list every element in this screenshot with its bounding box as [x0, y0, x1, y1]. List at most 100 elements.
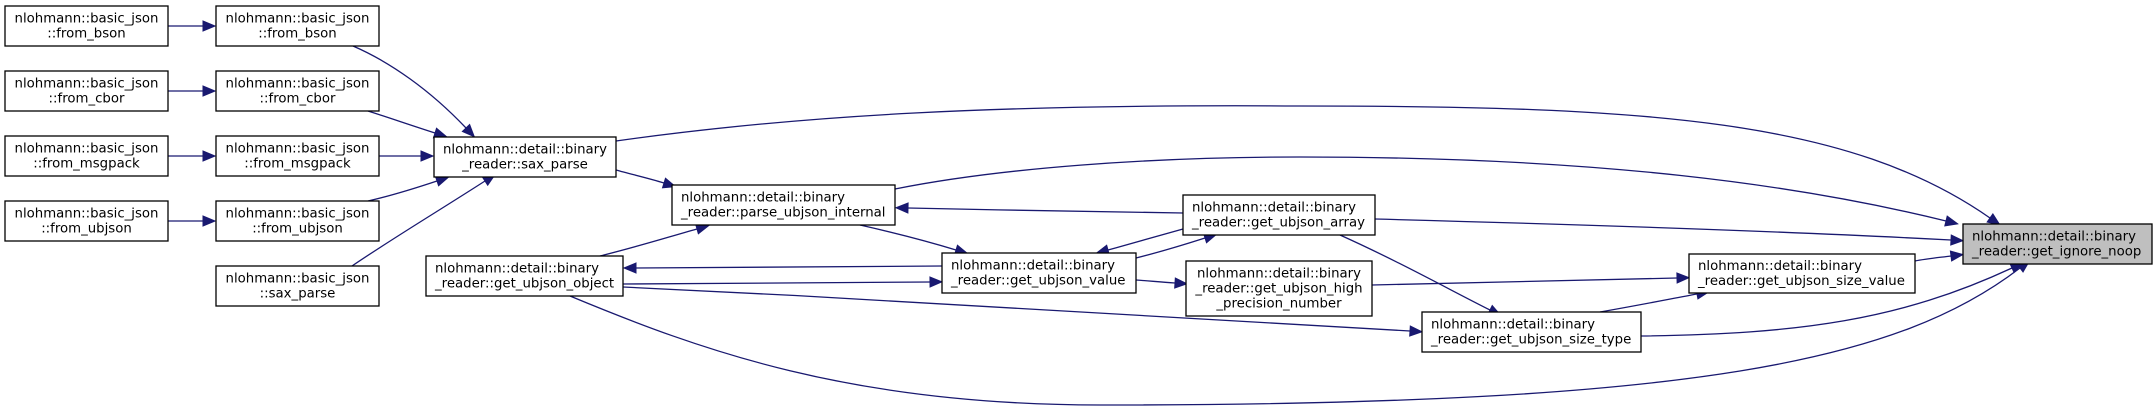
node-bj-from-cbor-2[interactable]: nlohmann::basic_json::from_cbor	[215, 70, 380, 112]
function-label-line: ::sax_parse	[260, 287, 336, 302]
node-br-get-ubjson-object[interactable]: nlohmann::detail::binary_reader::get_ubj…	[425, 255, 624, 297]
edge-br_get_ubjson_array-to-br_parse_ubjson_internal	[894, 202, 1184, 214]
arrow-head-icon	[202, 85, 217, 97]
node-br-get-ubjson-value[interactable]: nlohmann::detail::binary_reader::get_ubj…	[941, 252, 1137, 294]
arrow-head-icon	[420, 150, 435, 162]
function-label-line: nlohmann::basic_json	[226, 207, 370, 222]
edge-line	[1374, 218, 1952, 241]
function-label-line: nlohmann::basic_json	[226, 77, 370, 92]
edge-bj_from_cbor_1-to-bj_from_cbor_2	[168, 85, 217, 97]
edge-line	[615, 169, 665, 184]
function-box[interactable]	[215, 200, 380, 242]
node-bj-from-bson-1[interactable]: nlohmann::basic_json::from_bson	[4, 5, 169, 47]
function-label-line: nlohmann::detail::binary	[681, 191, 845, 206]
function-box[interactable]	[425, 255, 624, 297]
arrow-head-icon	[202, 20, 217, 32]
node-br-parse-ubjson-internal[interactable]: nlohmann::detail::binary_reader::parse_u…	[671, 184, 896, 226]
function-box[interactable]	[433, 136, 617, 178]
function-box[interactable]	[941, 252, 1137, 294]
edge-line	[367, 110, 436, 134]
function-label-line: nlohmann::basic_json	[15, 12, 159, 27]
edge-bj_from_cbor_2-to-br_sax_parse	[367, 110, 448, 139]
edge-br_get_ubjson_array-to-br_get_ignore_noop	[1374, 218, 1965, 246]
node-bj-from-cbor-1[interactable]: nlohmann::basic_json::from_cbor	[4, 70, 169, 112]
function-box[interactable]	[215, 70, 380, 112]
node-bj-from-bson-2[interactable]: nlohmann::basic_json::from_bson	[215, 5, 380, 47]
function-label-line: nlohmann::detail::binary	[435, 262, 599, 277]
function-box[interactable]	[671, 184, 896, 226]
arrow-head-icon	[1676, 272, 1691, 284]
function-label-line: nlohmann::detail::binary	[1698, 259, 1862, 274]
function-label-line: ::from_cbor	[49, 92, 125, 107]
arrow-head-icon	[1944, 215, 1959, 227]
node-bj-from-ubjson-2[interactable]: nlohmann::basic_json::from_ubjson	[215, 200, 380, 242]
function-label-line: nlohmann::basic_json	[226, 12, 370, 27]
function-label-line: nlohmann::basic_json	[15, 207, 159, 222]
arrow-head-icon	[1949, 250, 1965, 262]
function-box[interactable]	[1185, 260, 1373, 317]
node-bj-from-msgpack-2[interactable]: nlohmann::basic_json::from_msgpack	[215, 135, 380, 177]
node-bj-sax-parse[interactable]: nlohmann::basic_json::sax_parse	[215, 265, 380, 307]
edge-line	[635, 265, 943, 269]
function-box[interactable]	[215, 5, 380, 47]
function-label-line: ::from_msgpack	[244, 157, 351, 172]
function-box[interactable]	[4, 70, 169, 112]
function-label-line: nlohmann::detail::binary	[1197, 267, 1361, 282]
function-label-line: nlohmann::basic_json	[226, 272, 370, 287]
node-br-get-ignore-noop[interactable]: nlohmann::detail::binary_reader::get_ign…	[1962, 223, 2153, 265]
edge-line	[894, 156, 1947, 222]
edge-line	[1371, 277, 1678, 286]
function-box[interactable]	[1182, 194, 1376, 236]
arrow-head-icon	[432, 127, 448, 139]
function-label-line: ::from_bson	[258, 27, 336, 42]
function-label-line: ::from_msgpack	[33, 157, 140, 172]
node-bj-from-ubjson-1[interactable]: nlohmann::basic_json::from_ubjson	[4, 200, 169, 242]
edge-bj_from_msgpack_2-to-br_sax_parse	[379, 150, 435, 162]
node-br-sax-parse[interactable]: nlohmann::detail::binary_reader::sax_par…	[433, 136, 617, 178]
function-label-line: _reader::get_ignore_noop	[1971, 245, 2141, 260]
function-box[interactable]	[215, 265, 380, 307]
edge-line	[1135, 237, 1206, 259]
function-label-line: _reader::get_ubjson_high	[1194, 282, 1362, 297]
function-label-line: _reader::get_ubjson_size_type	[1430, 333, 1631, 348]
edge-line	[1135, 279, 1176, 284]
current-function-box[interactable]	[1962, 223, 2153, 265]
edge-line	[352, 45, 467, 129]
function-box[interactable]	[1421, 311, 1642, 353]
edge-line	[351, 180, 486, 267]
function-label-line: _reader::get_ubjson_array	[1191, 216, 1365, 231]
arrow-head-icon	[1986, 213, 2001, 226]
arrow-head-icon	[1409, 325, 1424, 337]
edge-line	[367, 180, 438, 202]
edge-bj_from_msgpack_1-to-bj_from_msgpack_2	[168, 150, 217, 162]
node-br-get-ubjson-array[interactable]: nlohmann::detail::binary_reader::get_ubj…	[1182, 194, 1376, 236]
edge-line	[907, 207, 1184, 214]
function-label-line: nlohmann::basic_json	[15, 77, 159, 92]
function-label-line: nlohmann::detail::binary	[1972, 230, 2136, 245]
edge-br_get_ubjson_size_value-to-br_get_ignore_noop	[1914, 250, 1965, 262]
edge-br_get_ubjson_value-to-br_get_ubjson_array	[1135, 232, 1218, 259]
function-box[interactable]	[4, 5, 169, 47]
edge-line	[1640, 267, 2013, 337]
arrow-head-icon	[202, 215, 217, 227]
edge-br_get_ubjson_object-to-br_parse_ubjson_internal	[599, 223, 710, 257]
edge-br_sax_parse-to-br_parse_ubjson_internal	[615, 169, 677, 189]
edge-line	[1339, 234, 1491, 311]
edge-br_get_ubjson_value-to-br_get_ubjson_high_precision_number	[1135, 277, 1189, 289]
edge-bj_from_ubjson_1-to-bj_from_ubjson_2	[168, 215, 217, 227]
node-br-get-ubjson-high-precision-number[interactable]: nlohmann::detail::binary_reader::get_ubj…	[1185, 260, 1373, 317]
arrow-head-icon	[434, 175, 450, 187]
node-br-get-ubjson-size-type[interactable]: nlohmann::detail::binary_reader::get_ubj…	[1421, 311, 1642, 353]
edge-line	[859, 224, 957, 251]
edge-line	[599, 228, 698, 257]
function-box[interactable]	[1688, 253, 1916, 294]
node-bj-from-msgpack-1[interactable]: nlohmann::basic_json::from_msgpack	[4, 135, 169, 177]
function-box[interactable]	[4, 200, 169, 242]
function-label-line: _reader::get_ubjson_size_value	[1697, 274, 1905, 289]
function-label-line: ::from_ubjson	[252, 222, 343, 237]
function-box[interactable]	[4, 135, 169, 177]
function-box[interactable]	[215, 135, 380, 177]
edges-layer	[168, 20, 2031, 406]
node-br-get-ubjson-size-value[interactable]: nlohmann::detail::binary_reader::get_ubj…	[1688, 253, 1916, 294]
